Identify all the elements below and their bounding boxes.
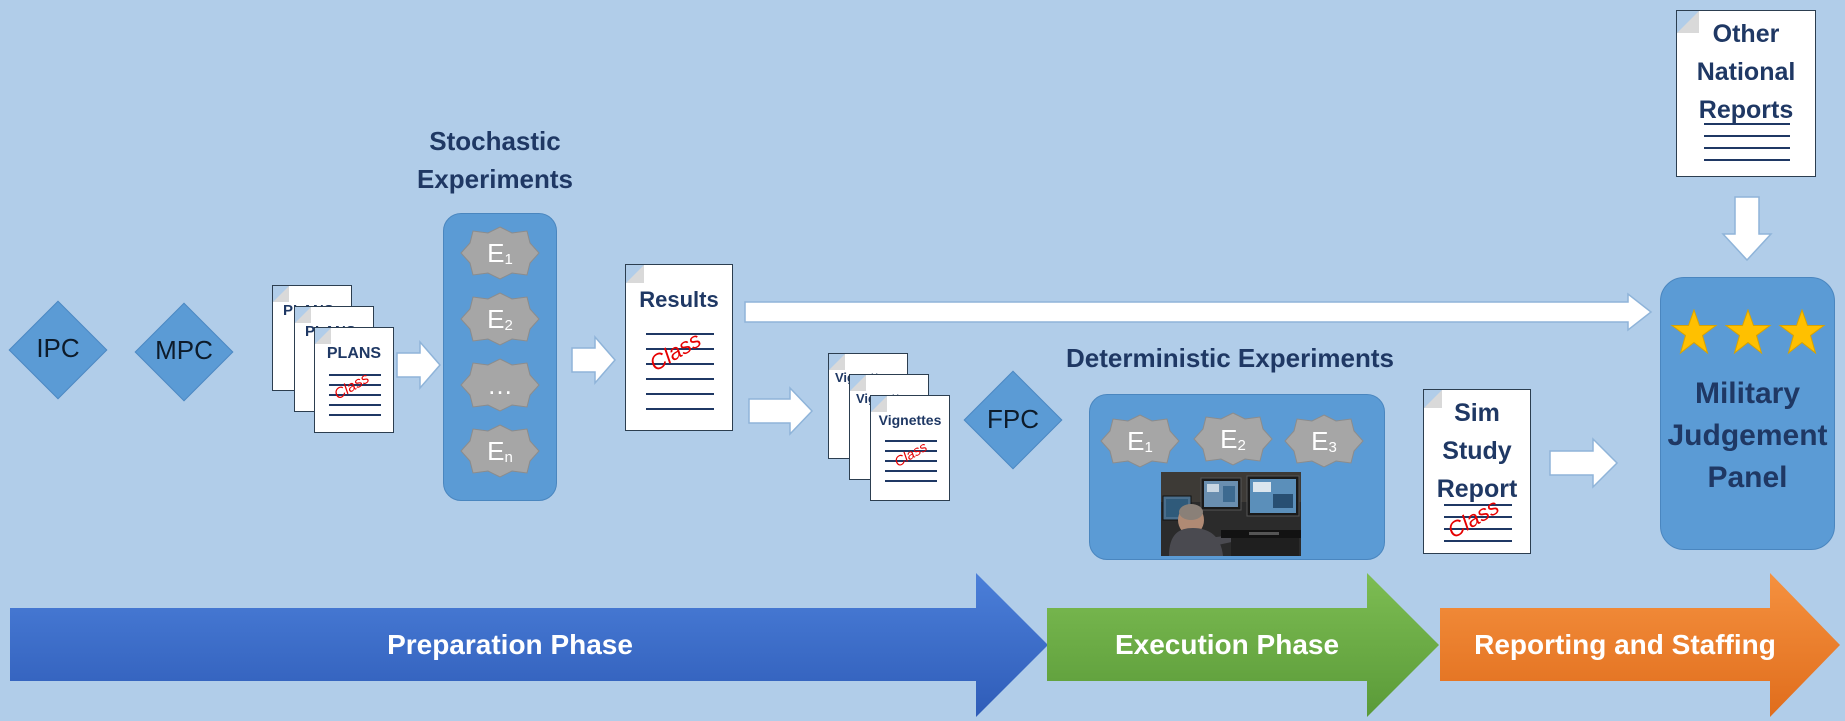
stochastic-experiment-ellipsis-label: … (487, 370, 513, 400)
other-title-line2: National (1696, 58, 1796, 86)
deterministic-experiment-1-label: E (1127, 426, 1145, 456)
stochastic-heading: Stochastic Experiments (395, 122, 595, 198)
sim-title-line1: Sim (1454, 399, 1500, 427)
deterministic-heading: Deterministic Experiments (1065, 343, 1394, 373)
deterministic-experiment-3-label: E (1311, 426, 1329, 456)
star-icon-3 (1778, 309, 1826, 355)
mpc-label: MPC (155, 335, 213, 365)
arrow-results-to-vignettes (748, 386, 814, 436)
other-national-reports-document: Other National Reports (1676, 10, 1816, 177)
sim-study-report-title: Sim Study Report (1424, 394, 1530, 508)
stochastic-experiment-1-sub: 1 (504, 251, 513, 268)
deterministic-experiment-3: E3 (1284, 413, 1364, 469)
military-judgement-panel-label: Military Judgement Panel (1660, 373, 1835, 499)
preparation-phase-label: Preparation Phase (387, 629, 633, 660)
stochastic-experiment-1: E1 (460, 225, 540, 281)
star-icon-1 (1670, 309, 1718, 355)
ipc-label: IPC (36, 333, 80, 363)
stochastic-experiment-1-label: E (487, 238, 505, 268)
other-national-reports-title: Other National Reports (1677, 15, 1815, 129)
fpc-label: FPC (987, 404, 1039, 434)
reporting-phase-label: Reporting and Staffing (1474, 629, 1776, 660)
deterministic-experiment-3-sub: 3 (1328, 439, 1337, 456)
panel-line3: Panel (1707, 461, 1788, 494)
stochastic-experiment-n-label: E (487, 436, 505, 466)
results-title: Results (639, 287, 719, 312)
arrow-plans-to-stochastic (396, 340, 441, 390)
deterministic-experiment-2-sub: 2 (1237, 437, 1246, 454)
arrow-stochastic-to-results (571, 335, 616, 385)
stochastic-heading-line1: Stochastic (429, 126, 561, 156)
computer-operator-photo (1161, 472, 1301, 556)
stochastic-heading-line2: Experiments (416, 164, 574, 194)
deterministic-experiment-2: E2 (1193, 411, 1273, 467)
stochastic-experiment-ellipsis: … (460, 357, 540, 413)
deterministic-experiment-1: E1 (1100, 413, 1180, 469)
sim-title-line2: Study (1442, 437, 1512, 465)
execution-phase-label: Execution Phase (1114, 629, 1340, 660)
sim-study-report-document: Sim Study Report Class (1423, 389, 1531, 554)
stochastic-experiment-n: En (460, 423, 540, 479)
sim-title-line3: Report (1436, 475, 1518, 503)
arrow-results-to-panel (744, 292, 1653, 332)
stochastic-experiment-n-sub: n (504, 449, 513, 466)
deterministic-experiment-2-label: E (1220, 424, 1238, 454)
arrow-reports-to-panel (1721, 196, 1773, 262)
star-icon-2 (1724, 309, 1772, 355)
arrow-sim-report-to-panel (1549, 437, 1619, 489)
plans-title: PLANS (326, 345, 382, 362)
vignettes-document: Vignettes Class (870, 395, 950, 501)
other-title-line3: Reports (1698, 96, 1794, 124)
results-document: Results Class (625, 264, 733, 431)
panel-line1: Military (1694, 377, 1801, 410)
deterministic-experiment-1-sub: 1 (1144, 439, 1153, 456)
stochastic-experiment-2-sub: 2 (504, 317, 513, 334)
plans-document: PLANS Class (314, 327, 394, 433)
vignettes-title: Vignettes (878, 412, 942, 428)
stochastic-experiment-2: E2 (460, 291, 540, 347)
panel-line2: Judgement (1667, 419, 1828, 452)
stochastic-experiment-2-label: E (487, 304, 505, 334)
other-title-line1: Other (1712, 20, 1780, 48)
